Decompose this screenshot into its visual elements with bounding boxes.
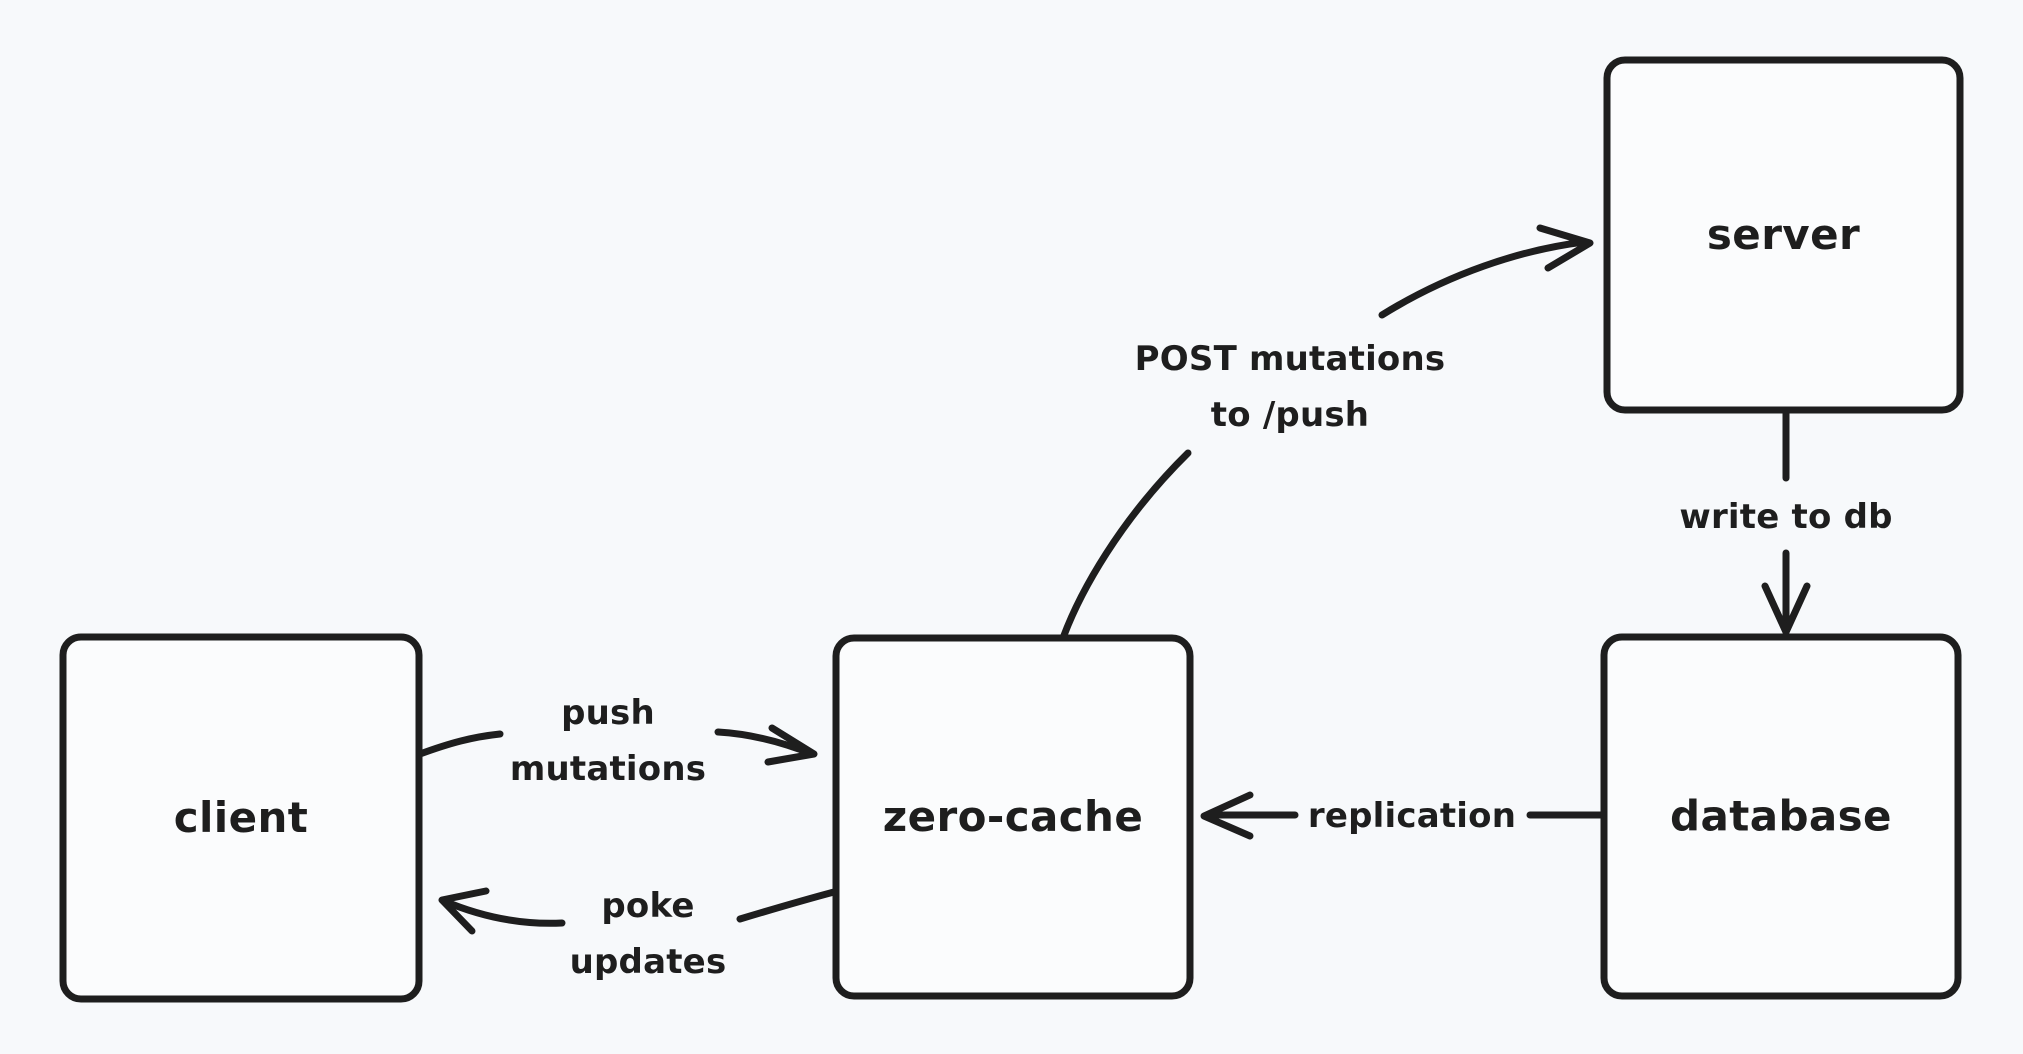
edge-replication[interactable]: replication (1200, 791, 1606, 840)
edge-poke-updates-label-line2: updates (570, 942, 727, 982)
edge-post-mutations-label-line2: to /push (1211, 395, 1369, 435)
node-client[interactable]: client (59, 633, 423, 1003)
edge-poke-updates-line-right (736, 888, 838, 923)
edge-post-mutations-line-upper (1378, 238, 1588, 319)
node-zero-cache-box[interactable] (832, 634, 1194, 1000)
node-client-label: client (174, 793, 309, 842)
edge-post-mutations-label-line1: POST mutations (1135, 339, 1446, 379)
edge-write-to-db-label: write to db (1679, 497, 1892, 537)
edge-post-mutations-line-lower (1059, 449, 1192, 642)
edge-write-to-db[interactable]: write to db (1679, 408, 1892, 636)
edge-push-mutations-label-line1: push (561, 693, 655, 733)
edge-post-mutations[interactable]: POST mutations to /push (1059, 224, 1594, 642)
edge-poke-updates-line-left (440, 897, 566, 927)
edge-poke-updates-arrowhead (438, 887, 490, 935)
node-zero-cache[interactable]: zero-cache (832, 634, 1194, 1000)
node-client-box[interactable] (59, 633, 423, 1003)
node-database-label: database (1670, 792, 1892, 841)
edge-post-mutations-arrowhead (1536, 224, 1594, 272)
node-database[interactable]: database (1600, 633, 1962, 1000)
edge-replication-label: replication (1308, 796, 1516, 836)
edge-push-mutations-arrowhead (764, 724, 818, 766)
edge-push-mutations-line-left (416, 730, 504, 758)
edge-poke-updates-label-line1: poke (601, 886, 694, 926)
node-server[interactable]: server (1603, 56, 1964, 414)
edge-replication-arrowhead (1200, 791, 1254, 840)
edge-push-mutations[interactable]: push mutations (416, 693, 818, 789)
edge-write-to-db-arrowhead (1761, 582, 1811, 636)
node-zero-cache-label: zero-cache (883, 792, 1143, 841)
edge-poke-updates[interactable]: poke updates (438, 886, 838, 982)
node-server-label: server (1707, 210, 1860, 259)
edge-push-mutations-label-line2: mutations (510, 749, 706, 789)
